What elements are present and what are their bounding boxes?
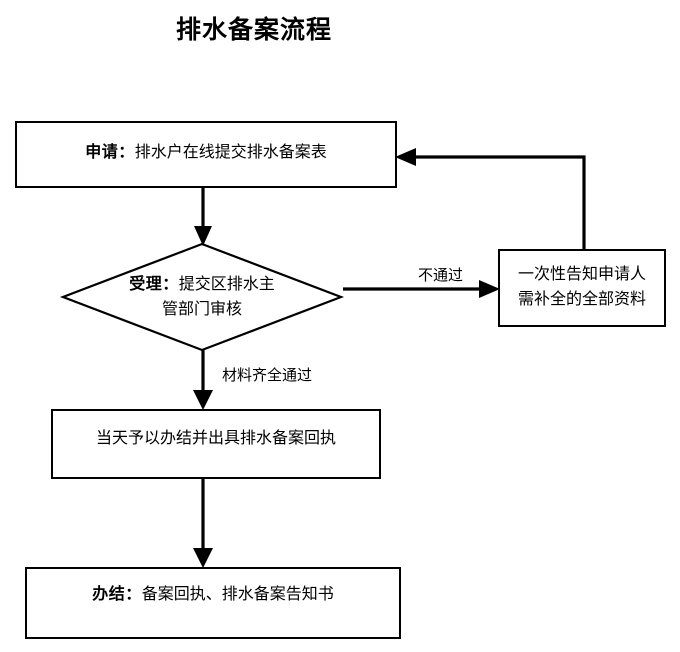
node-accept-text1: 提交区排水主 bbox=[178, 276, 275, 293]
node-shape-apply[interactable] bbox=[15, 121, 397, 188]
node-shape-sameday[interactable] bbox=[51, 409, 381, 479]
edge-notify-to-apply bbox=[409, 155, 586, 250]
node-shape-notify[interactable] bbox=[498, 249, 666, 327]
arrowhead-sameday-to-done bbox=[193, 548, 213, 568]
node-label-notify: 一次性告知申请人 需补全的全部资料 bbox=[499, 262, 665, 312]
arrowhead-notify-to-apply bbox=[395, 148, 416, 166]
node-label-sameday: 当天予以办结并出具排水备案回执 bbox=[95, 430, 336, 447]
arrowhead-accept-to-notify bbox=[479, 280, 500, 298]
node-body-done: 备案回执、排水备案告知书 bbox=[141, 586, 334, 603]
node-accept-line1: 受理：提交区排水主 bbox=[63, 272, 341, 297]
node-lead-done: 办结： bbox=[92, 586, 142, 603]
arrowhead-accept-to-sameday bbox=[193, 390, 213, 410]
node-notify-line1: 一次性告知申请人 bbox=[517, 266, 646, 283]
edge-label-pass: 材料齐全通过 bbox=[222, 368, 313, 384]
node-lead-apply: 申请： bbox=[85, 144, 135, 161]
page-title: 排水备案流程 bbox=[175, 16, 332, 44]
node-label-done: 办结：备案回执、排水备案告知书 bbox=[26, 582, 400, 607]
node-label-apply: 申请：排水户在线提交排水备案表 bbox=[16, 140, 396, 165]
node-shape-done[interactable] bbox=[25, 567, 401, 639]
node-lead-accept: 受理： bbox=[129, 276, 179, 293]
node-accept-line2: 管部门审核 bbox=[161, 301, 242, 318]
node-notify-line2: 需补全的全部资料 bbox=[517, 291, 646, 308]
node-body-apply: 排水户在线提交排水备案表 bbox=[134, 144, 327, 161]
edge-label-reject: 不通过 bbox=[418, 268, 464, 284]
arrowhead-apply-to-accept bbox=[194, 226, 212, 246]
node-label-accept: 受理：提交区排水主 管部门审核 bbox=[63, 272, 341, 322]
